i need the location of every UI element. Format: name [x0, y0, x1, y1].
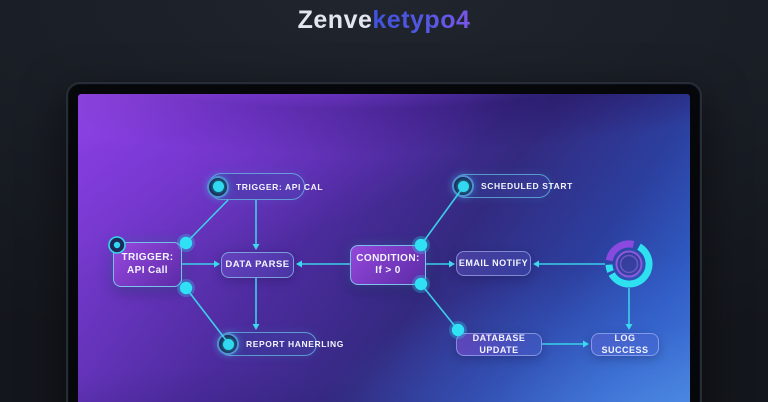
flow-node-label: DATA PARSE — [225, 259, 290, 271]
flow-node-label: EMAIL NOTIFY — [458, 257, 529, 268]
flow-node-label: LOG SUCCESS — [601, 333, 649, 355]
page-title: Zenveketypo4 — [298, 6, 471, 35]
flow-node-label-line1: TRIGGER: — [121, 252, 174, 263]
flow-node-report-pill: REPORT HANERLING — [217, 332, 343, 356]
flow-node-database-update: DATABASE UPDATE — [456, 333, 542, 356]
flow-node-trigger-box: TRIGGER: API Call — [113, 242, 182, 287]
flow-node-label-line1: CONDITION: — [356, 252, 420, 264]
monitor-frame: TRIGGER: API CAL SCHEDULED START TRIGGER… — [66, 82, 702, 402]
flow-node-label: DATABASE UPDATE — [472, 333, 526, 355]
flow-node-log-success: LOG SUCCESS — [591, 333, 659, 356]
flow-node-condition: CONDITION: If > 0 — [350, 245, 426, 285]
flow-node-label-line2: If > 0 — [375, 265, 401, 276]
flow-node-label-line2: API Call — [127, 264, 168, 276]
flow-node-data-parse: DATA PARSE — [221, 252, 294, 278]
monitor-screen: TRIGGER: API CAL SCHEDULED START TRIGGER… — [78, 94, 690, 402]
page-title-accent: ketypo4 — [372, 5, 471, 34]
page-header: Zenveketypo4 — [0, 0, 768, 40]
flow-node-email-notify: EMAIL NOTIFY — [456, 251, 531, 276]
progress-ring-icon — [605, 240, 653, 288]
page-title-primary: Zenve — [297, 5, 373, 34]
status-dot-icon — [452, 175, 474, 197]
flow-node-label: SCHEDULED START — [481, 181, 573, 191]
flow-node-scheduled-start: SCHEDULED START — [452, 174, 572, 198]
flow-node-trigger-pill: TRIGGER: API CAL — [207, 173, 323, 200]
status-dot-icon — [207, 175, 229, 198]
status-dot-icon — [217, 333, 239, 355]
flow-node-label: REPORT HANERLING — [246, 339, 344, 349]
flow-node-label: TRIGGER: API CAL — [236, 181, 324, 192]
